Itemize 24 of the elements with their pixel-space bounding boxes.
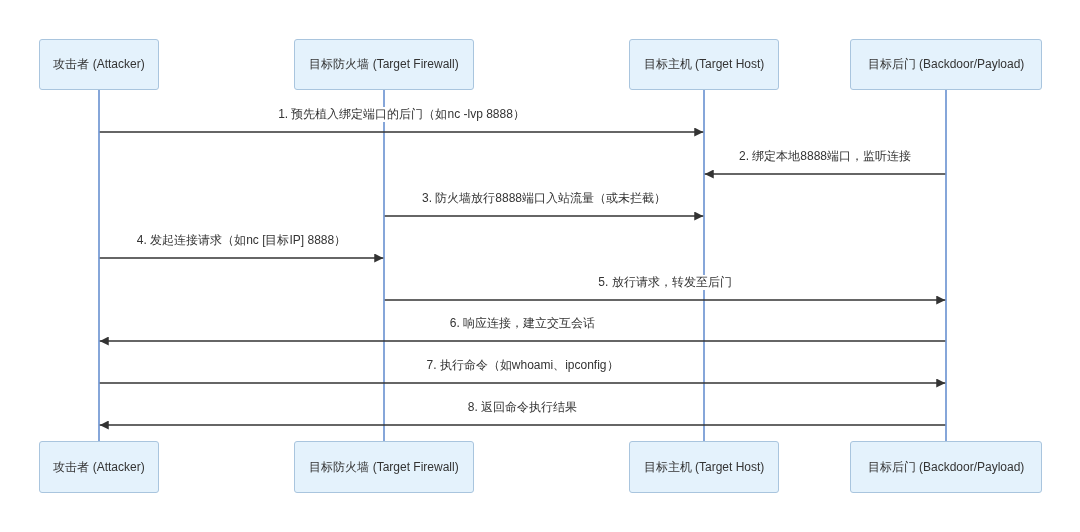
lifeline xyxy=(703,90,705,441)
participant-box: 目标主机 (Target Host) xyxy=(629,441,779,493)
message-arrow xyxy=(99,336,946,346)
message-arrow xyxy=(99,420,946,430)
participant-box: 目标后门 (Backdoor/Payload) xyxy=(850,39,1042,90)
lifeline xyxy=(383,90,385,441)
participant-box: 攻击者 (Attacker) xyxy=(39,39,159,90)
message-arrow xyxy=(99,253,384,263)
edge-label: 8. 返回命令执行结果 xyxy=(465,400,580,415)
participant-box: 目标防火墙 (Target Firewall) xyxy=(294,39,474,90)
edge-label: 2. 绑定本地8888端口，监听连接 xyxy=(737,149,913,164)
message-arrow xyxy=(384,295,946,305)
message-arrow xyxy=(99,378,946,388)
participant-box: 目标后门 (Backdoor/Payload) xyxy=(850,441,1042,493)
edge-label: 5. 放行请求，转发至后门 xyxy=(596,275,734,290)
message-arrow xyxy=(704,169,946,179)
edge-label: 6. 响应连接，建立交互会话 xyxy=(447,316,598,331)
participant-box: 攻击者 (Attacker) xyxy=(39,441,159,493)
message-arrow xyxy=(384,211,704,221)
lifeline xyxy=(98,90,100,441)
participant-box: 目标主机 (Target Host) xyxy=(629,39,779,90)
lifeline xyxy=(945,90,947,441)
participant-box: 目标防火墙 (Target Firewall) xyxy=(294,441,474,493)
message-arrow xyxy=(99,127,704,137)
